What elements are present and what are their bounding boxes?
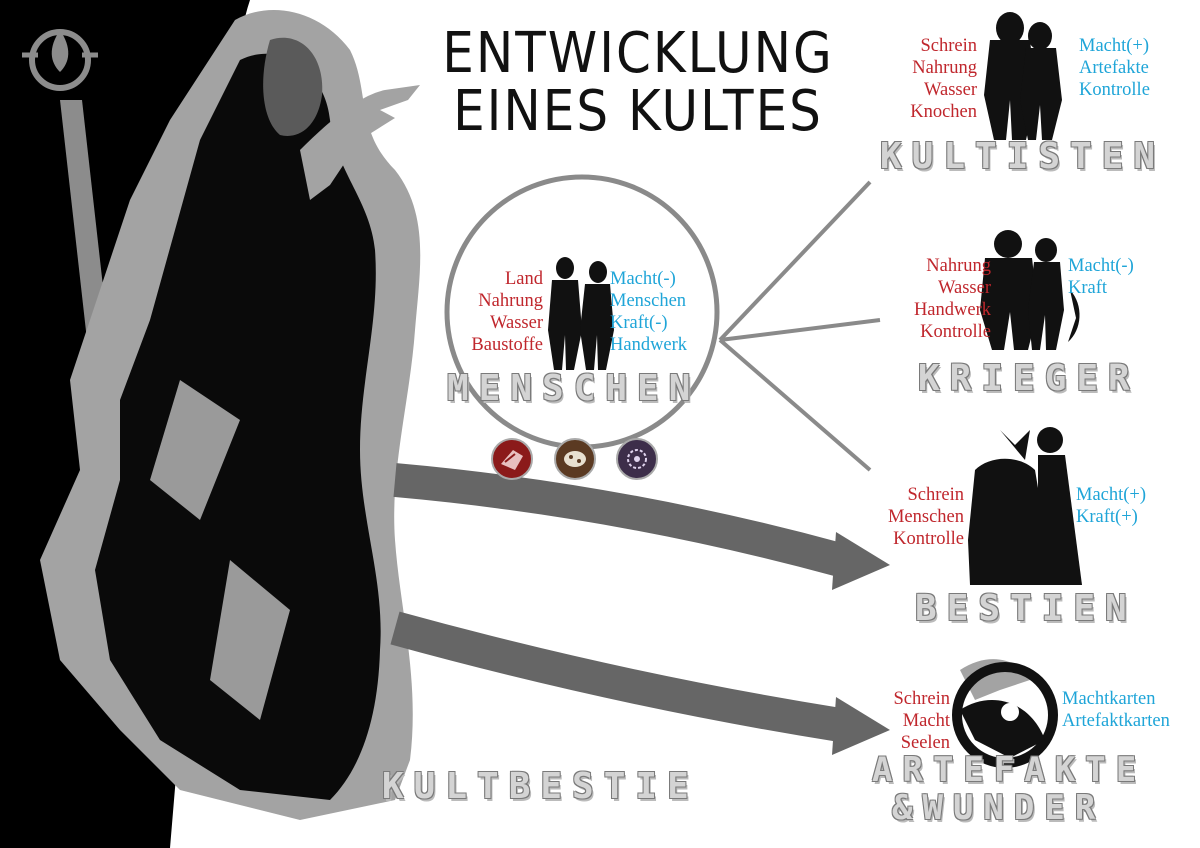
bestien-label: BESTIEN <box>915 588 1137 629</box>
resource-item: Wasser <box>490 313 543 333</box>
krieger-label: KRIEGER <box>918 358 1140 399</box>
menschen-resources: Land Nahrung Wasser Baustoffe <box>455 268 543 356</box>
resource-item: Schrein <box>920 36 977 56</box>
resource-item: Land <box>504 269 543 289</box>
resource-item: Macht <box>902 711 950 731</box>
kultisten-figures <box>984 12 1062 140</box>
stone-icon <box>554 438 596 480</box>
menschen-attributes: Macht(-) Menschen Kraft(-) Handwerk <box>610 268 710 356</box>
attribute-item: Machtkarten <box>1062 689 1156 709</box>
attribute-item: Handwerk <box>610 335 688 355</box>
bestien-resources: Schrein Menschen Kontrolle <box>868 484 964 550</box>
kultisten-resources: Schrein Nahrung Wasser Knochen <box>885 35 977 123</box>
attribute-item: Macht(-) <box>610 269 676 289</box>
artefakte-resources: Schrein Macht Seelen <box>860 688 950 754</box>
resource-item: Seelen <box>900 733 950 753</box>
resource-item: Schrein <box>893 689 950 709</box>
krieger-resources: Nahrung Wasser Handwerk Kontrolle <box>895 255 991 343</box>
attribute-item: Macht(-) <box>1068 256 1134 276</box>
resource-item: Kontrolle <box>893 529 964 549</box>
attribute-item: Menschen <box>610 291 687 311</box>
resource-item: Menschen <box>887 507 964 527</box>
arrow-head-artefakte <box>832 697 890 755</box>
attribute-item: Macht(+) <box>1076 485 1147 505</box>
artefakte-emblem <box>952 659 1058 768</box>
resource-item: Wasser <box>924 80 977 100</box>
attribute-item: Artefakte <box>1079 58 1149 78</box>
resource-item: Schrein <box>907 485 964 505</box>
hood-face <box>263 37 323 136</box>
resource-item: Handwerk <box>913 300 991 320</box>
magic-orb-icon <box>616 438 658 480</box>
branch-line-kultisten <box>718 180 872 342</box>
arrow-head-bestien <box>832 532 890 590</box>
artefakte-label-line-1: ARTEFAKTE <box>872 750 1147 790</box>
attribute-item: Kontrolle <box>1079 80 1150 100</box>
attribute-item: Kraft(-) <box>610 313 668 333</box>
branch-line-krieger <box>719 318 881 342</box>
resource-item: Baustoffe <box>471 335 543 355</box>
artefakte-attributes: Machtkarten Artefaktkarten <box>1062 688 1192 732</box>
attribute-item: Kraft(+) <box>1076 507 1138 527</box>
clawed-arm <box>300 85 420 200</box>
attribute-item: Macht(+) <box>1079 36 1150 56</box>
resource-item: Nahrung <box>926 256 991 276</box>
attribute-item: Kraft <box>1068 278 1108 298</box>
flame-emblem-icon <box>22 29 98 91</box>
title-line-1: ENTWICKLUNG <box>442 20 834 86</box>
kultisten-attributes: Macht(+) Artefakte Kontrolle <box>1079 35 1179 101</box>
branch-line-bestien <box>718 338 872 472</box>
menschen-label: MENSCHEN <box>447 368 701 409</box>
kultbestie-label: KULTBESTIE <box>382 766 699 807</box>
attribute-item: Artefaktkarten <box>1062 711 1170 731</box>
menschen-figures <box>548 257 614 370</box>
cloak-streak-1 <box>150 380 240 520</box>
bestien-attributes: Macht(+) Kraft(+) <box>1076 484 1166 528</box>
resource-item: Wasser <box>938 278 991 298</box>
arrow-to-artefakte <box>390 611 843 742</box>
artefakte-label-line-2: &WUNDER <box>892 788 1106 828</box>
diagram-title: ENTWICKLUNG EINES KULTES <box>408 24 868 140</box>
krieger-attributes: Macht(-) Kraft <box>1068 255 1158 299</box>
bestien-figures <box>968 427 1082 585</box>
meat-icon <box>491 438 533 480</box>
cloak-streak-2 <box>210 560 290 720</box>
title-line-2: EINES KULTES <box>453 78 823 144</box>
krieger-figures <box>980 230 1080 350</box>
arrow-to-bestien <box>393 463 845 577</box>
resource-item: Nahrung <box>478 291 543 311</box>
resource-item: Nahrung <box>912 58 977 78</box>
kultisten-label: KULTISTEN <box>880 136 1166 177</box>
resource-item: Knochen <box>910 102 977 122</box>
cloak-dark <box>95 53 381 801</box>
resource-item: Kontrolle <box>920 322 991 342</box>
